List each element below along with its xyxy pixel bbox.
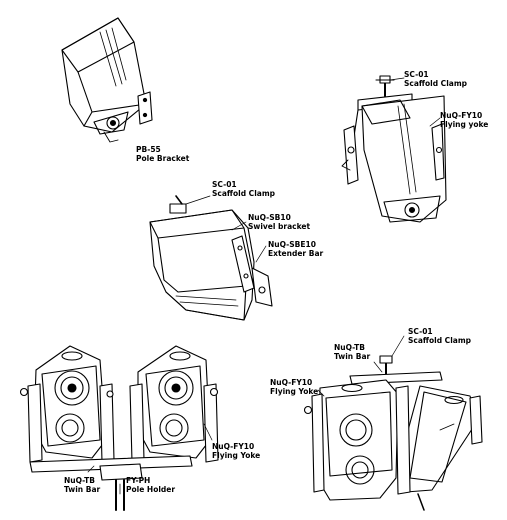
label-text: Scaffold Clamp xyxy=(212,189,276,198)
label-code: NuQ-FY10 xyxy=(440,111,483,120)
flying-yoke-speaker xyxy=(341,75,447,223)
label-code: NuQ-SBE10 xyxy=(268,240,316,249)
swivel-bracket-speaker xyxy=(149,195,273,321)
label-code: PB-55 xyxy=(136,145,161,154)
label-code: SC-01 xyxy=(404,70,429,79)
label-code: NuQ-TB xyxy=(64,476,95,485)
twin-bar-pole-assembly xyxy=(19,345,219,511)
label-code: FY-PH xyxy=(126,476,151,485)
label-text: Scaffold Clamp xyxy=(408,336,472,345)
label-fyph: FY-PH Pole Holder xyxy=(126,476,175,494)
label-text: Flying Yoke xyxy=(212,451,261,460)
label-text: Extender Bar xyxy=(268,249,324,258)
label-code: NuQ-SB10 xyxy=(248,213,291,222)
label-code: NuQ-FY10 xyxy=(212,442,255,451)
label-text: Swivel bracket xyxy=(248,222,311,231)
label-text: Flying Yoke xyxy=(270,387,319,396)
label-tb-left: NuQ-TB Twin Bar xyxy=(64,476,100,494)
label-text: Pole Holder xyxy=(126,485,176,494)
label-code: SC-01 xyxy=(408,327,433,336)
label-fy10-left: NuQ-FY10 Flying Yoke xyxy=(212,442,260,460)
label-fy10-right: NuQ-FY10 Flying Yoke xyxy=(270,378,318,396)
leader-lines xyxy=(87,77,441,495)
label-tb-right: NuQ-TB Twin Bar xyxy=(334,343,370,361)
pole-bracket-speaker xyxy=(61,17,153,143)
label-text: Scaffold Clamp xyxy=(404,79,468,88)
label-text: Pole Bracket xyxy=(136,154,190,163)
label-code: NuQ-FY10 xyxy=(270,378,313,387)
label-sc01-top: SC-01 Scaffold Clamp xyxy=(404,70,467,88)
label-text: Twin Bar xyxy=(64,485,101,494)
label-sc01-mid: SC-01 Scaffold Clamp xyxy=(212,180,275,198)
label-text: Twin Bar xyxy=(334,352,371,361)
label-text: Flying yoke xyxy=(440,120,489,129)
label-pb55: PB-55 Pole Bracket xyxy=(136,145,189,163)
label-code: SC-01 xyxy=(212,180,237,189)
label-sc01-right: SC-01 Scaffold Clamp xyxy=(408,327,471,345)
label-code: NuQ-TB xyxy=(334,343,365,352)
label-sb10: NuQ-SB10 Swivel bracket xyxy=(248,213,310,231)
label-sbe10: NuQ-SBE10 Extender Bar xyxy=(268,240,323,258)
label-fy10-top: NuQ-FY10 Flying yoke xyxy=(440,111,488,129)
twin-bar-clamp-assembly xyxy=(303,355,483,511)
